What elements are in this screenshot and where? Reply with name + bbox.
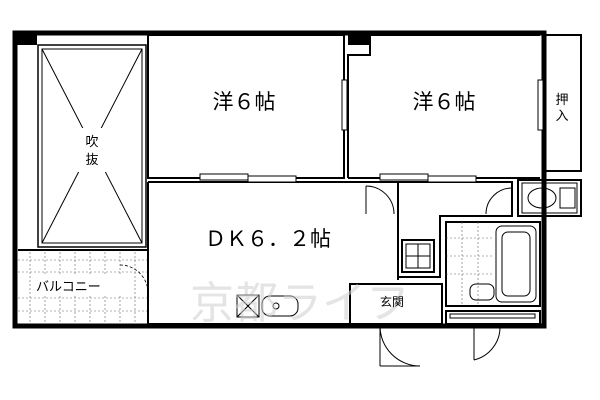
kitchen-sink [236,294,299,318]
void-area [37,44,147,248]
room-label-entrance: 玄関 [380,294,404,309]
room-label-closet-2: 入 [555,109,568,124]
room-label-dk: ＤＫ６．２帖 [205,227,331,251]
sliding-doors [199,79,544,319]
void-label-2: 抜 [85,152,98,168]
room-label-western-left: 洋６帖 [213,90,276,114]
void-label: 吹 [85,135,98,150]
bathroom-fixtures [446,222,537,306]
toilet [521,182,578,214]
wall-corners [15,33,370,45]
balcony-label: バルコニー [36,280,101,295]
door-swings [365,185,513,367]
washer-pan [405,243,431,269]
watermark: 京都ライフ [190,278,410,329]
room-label-closet-1: 押 [555,93,568,108]
room-label-western-right: 洋６帖 [413,90,476,114]
